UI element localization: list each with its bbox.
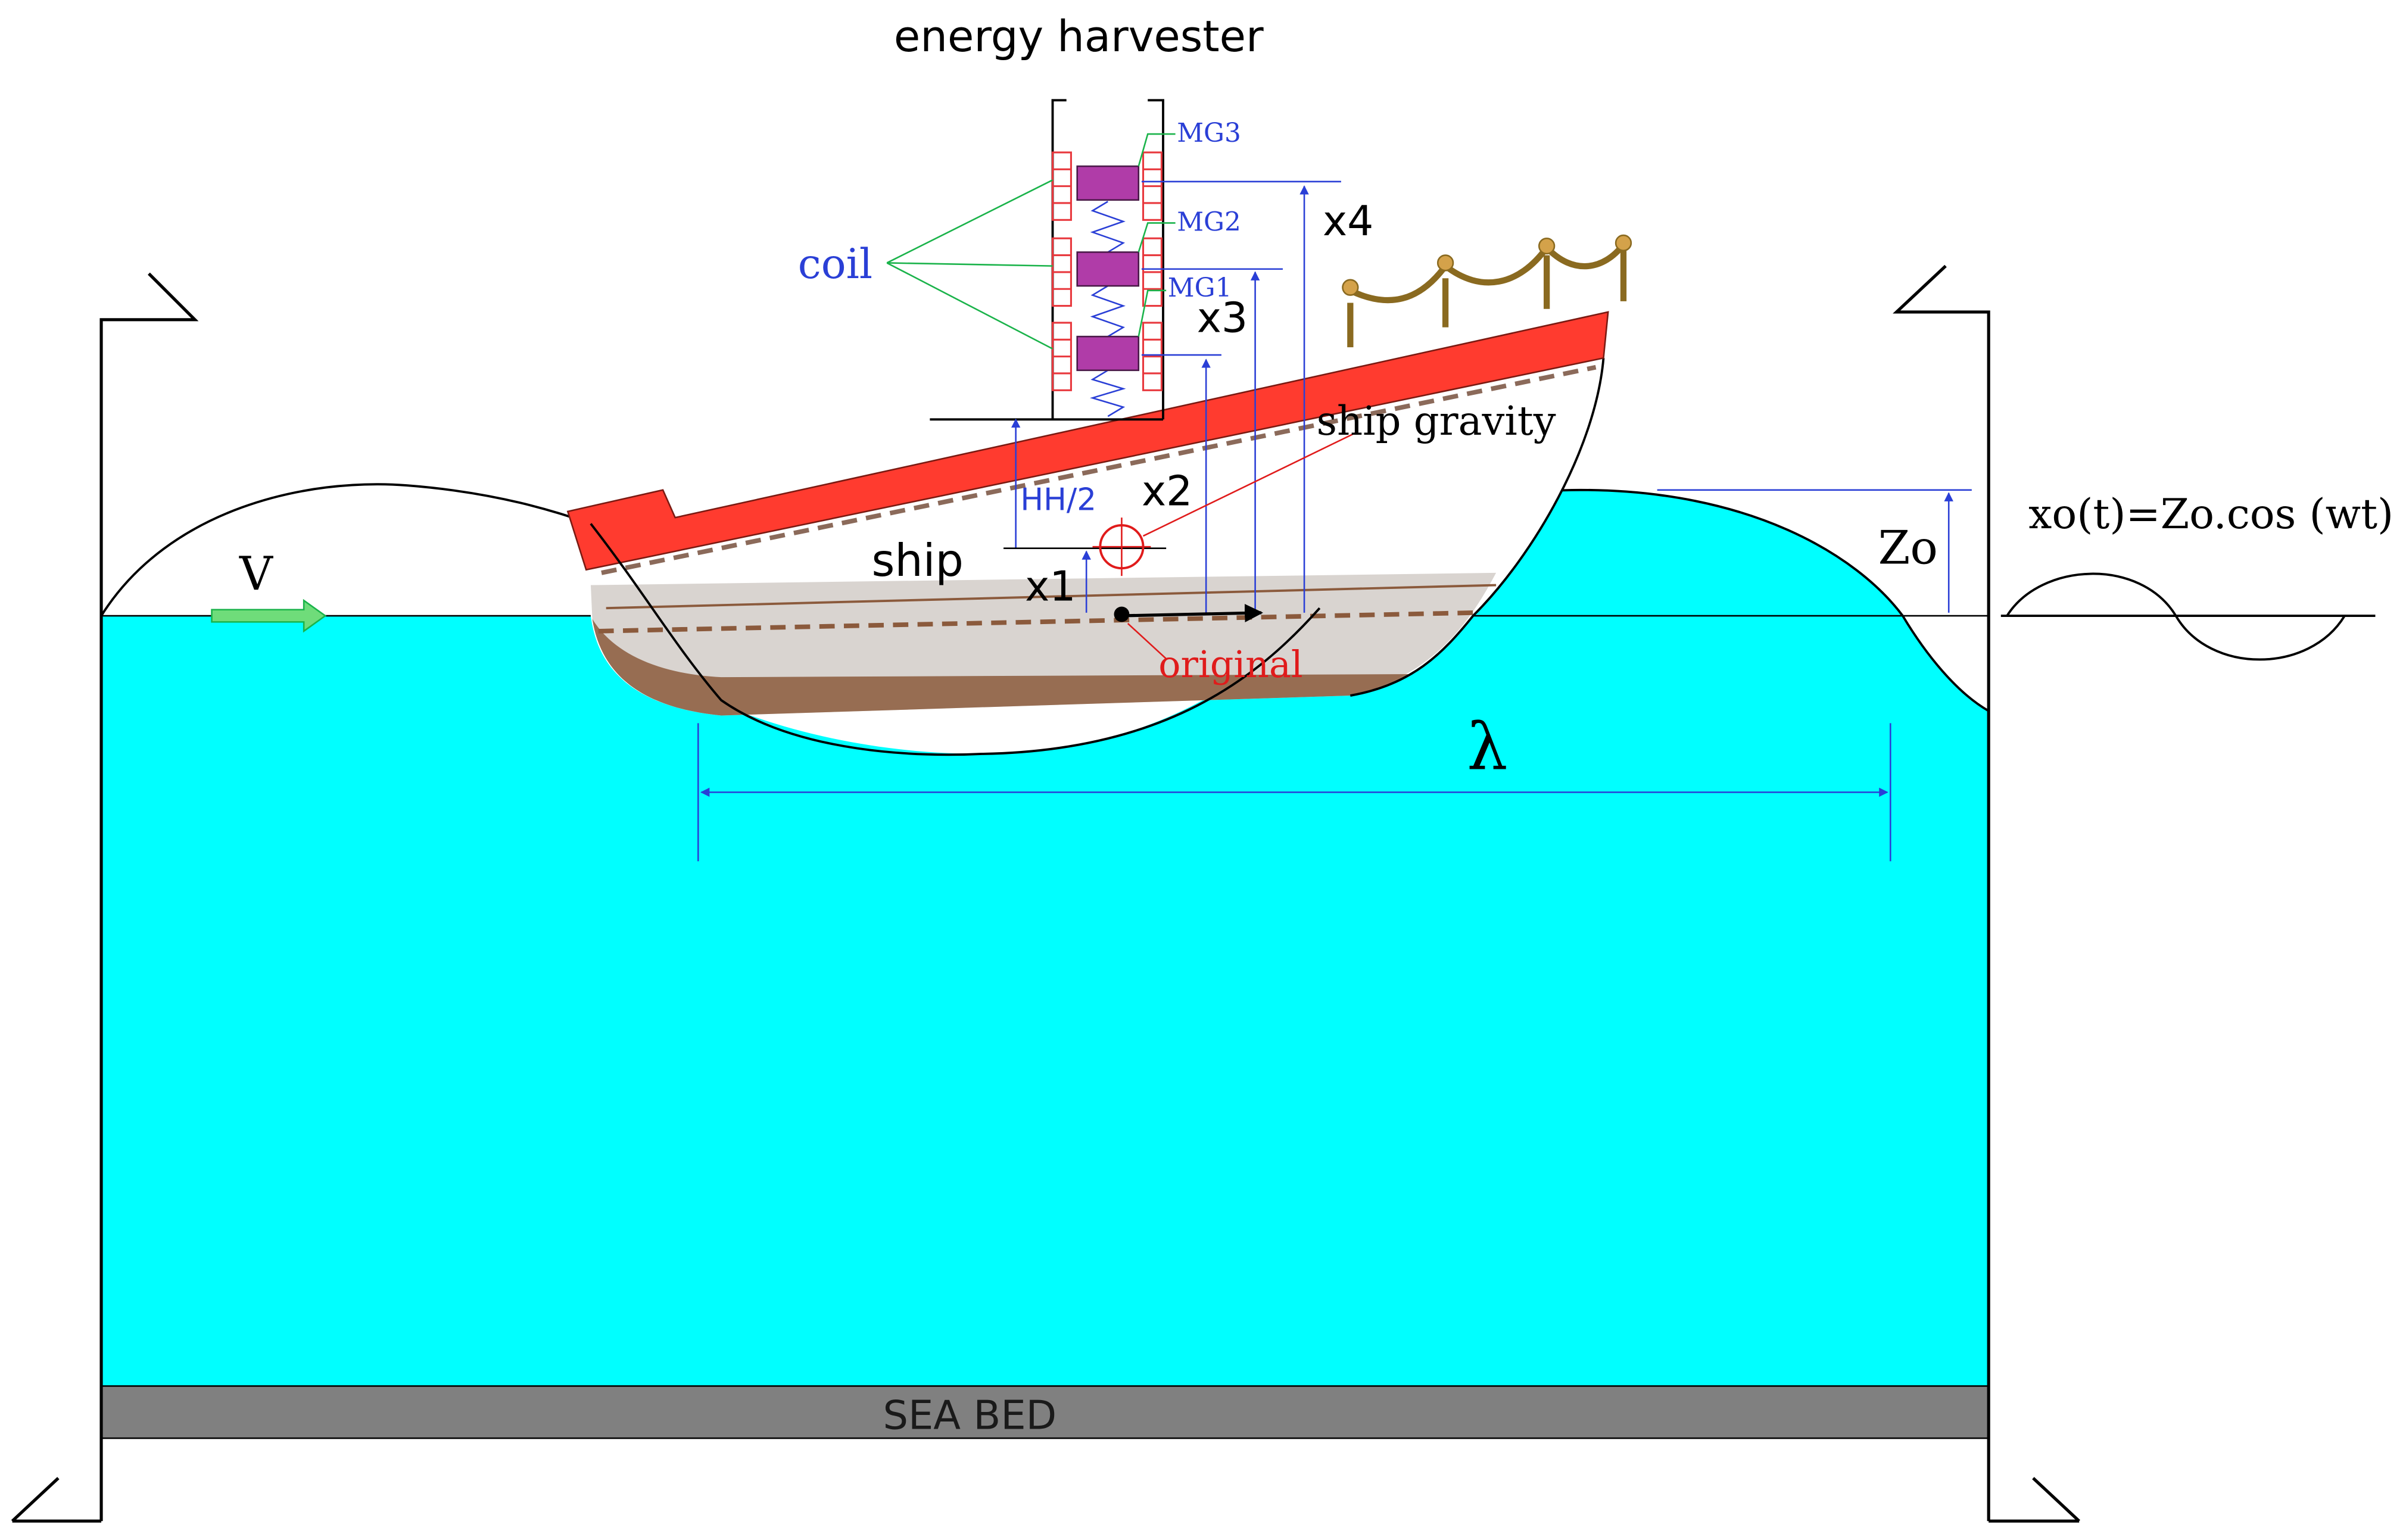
coil-callout [886, 179, 1054, 350]
mg1-label: MG1 [1168, 273, 1232, 303]
original-label: original [1158, 643, 1302, 686]
velocity-label: V [239, 547, 273, 601]
ship-gravity-marker [1092, 431, 1358, 576]
sea-water [100, 483, 1990, 1386]
coil-right [1142, 151, 1163, 391]
magnet-g1 [1076, 335, 1140, 372]
x3-label: x3 [1197, 294, 1248, 342]
wavelength-label: λ [1467, 710, 1508, 785]
hh2-label: HH/2 [1020, 482, 1096, 518]
ship-gravity-label: ship gravity [1317, 398, 1556, 444]
x1-label: x1 [1025, 562, 1076, 610]
mg2-label: MG2 [1177, 207, 1241, 237]
energy-harvester [930, 99, 1176, 421]
energy-harvester-title: energy harvester [894, 12, 1264, 62]
sea-bed: SEA BED [100, 1385, 1990, 1439]
original-point [1114, 606, 1167, 660]
dimension-lines [697, 180, 1972, 862]
coil-label: coil [798, 240, 872, 288]
amplitude-label: Zo [1878, 521, 1938, 575]
magnet-g2 [1076, 251, 1140, 287]
wave-trough-line [590, 523, 1321, 756]
velocity-arrow [211, 598, 327, 633]
sea-bed-label: SEA BED [883, 1392, 1056, 1439]
x2-label: x2 [1142, 467, 1192, 516]
ship-label: ship [871, 535, 963, 587]
mg3-label: MG3 [1177, 118, 1241, 148]
x4-label: x4 [1323, 197, 1373, 245]
wave-icon [2000, 572, 2376, 661]
ship-railing [1347, 242, 1627, 348]
ship [566, 234, 1632, 716]
wave-equation-label: xo(t)=Zo.cos (wt) [2028, 490, 2393, 538]
tank-frame [11, 264, 2080, 1523]
magnet-g3 [1076, 165, 1140, 201]
coil-left [1051, 151, 1072, 391]
